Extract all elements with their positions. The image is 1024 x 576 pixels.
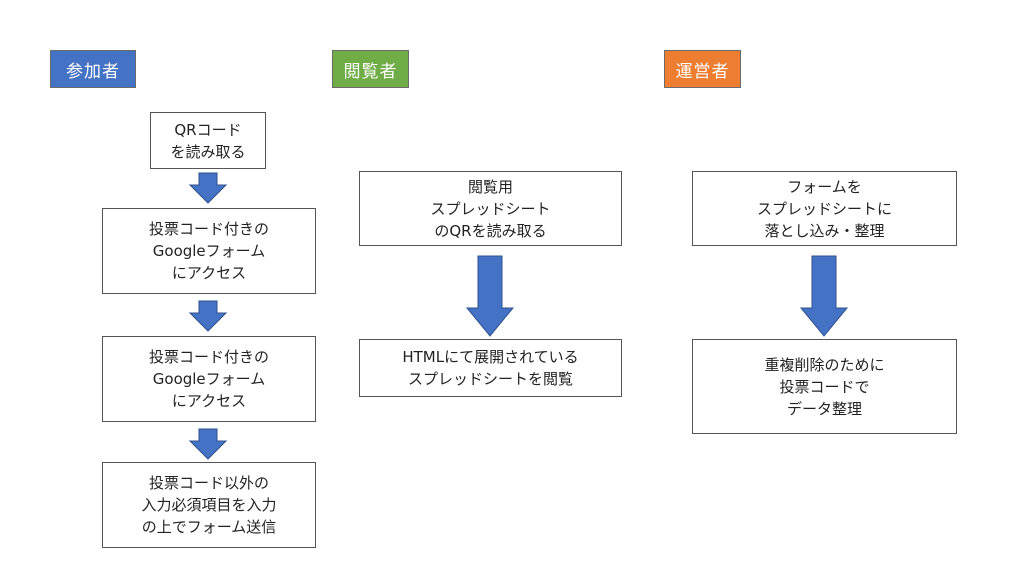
participant-header-label: 参加者 bbox=[66, 61, 120, 82]
viewer-header: 閲覧者 bbox=[332, 50, 409, 88]
operator-header-label: 運営者 bbox=[675, 61, 730, 82]
viewer-step-2: HTMLにて展開されている スプレッドシートを閲覧 bbox=[359, 339, 622, 397]
down-arrow-icon bbox=[188, 172, 228, 204]
participant-step-4-text: 投票コード以外の 入力必須項目を入力 の上でフォーム送信 bbox=[141, 474, 277, 536]
viewer-step-2-text: HTMLにて展開されている スプレッドシートを閲覧 bbox=[402, 348, 579, 388]
operator-step-2: 重複削除のために 投票コードで データ整理 bbox=[692, 339, 957, 434]
operator-step-1-text: フォームを スプレッドシートに 落とし込み・整理 bbox=[756, 177, 892, 240]
participant-step-3: 投票コード付きの Googleフォーム にアクセス bbox=[102, 336, 316, 422]
participant-header: 参加者 bbox=[50, 50, 136, 88]
down-arrow-icon bbox=[465, 255, 515, 337]
participant-step-1: QRコード を読み取る bbox=[150, 112, 266, 169]
participant-step-1-text: QRコード を読み取る bbox=[170, 120, 246, 161]
operator-step-2-text: 重複削除のために 投票コードで データ整理 bbox=[764, 355, 885, 418]
down-arrow-icon bbox=[188, 428, 228, 460]
operator-step-1: フォームを スプレッドシートに 落とし込み・整理 bbox=[692, 171, 957, 246]
down-arrow-icon bbox=[188, 300, 228, 332]
viewer-step-1-text: 閲覧用 スプレッドシート のQRを読み取る bbox=[430, 177, 551, 240]
operator-header: 運営者 bbox=[664, 50, 741, 88]
viewer-step-1: 閲覧用 スプレッドシート のQRを読み取る bbox=[359, 171, 622, 246]
participant-step-2-text: 投票コード付きの Googleフォーム にアクセス bbox=[148, 220, 269, 282]
participant-step-3-text: 投票コード付きの Googleフォーム にアクセス bbox=[148, 348, 269, 410]
viewer-header-label: 閲覧者 bbox=[343, 61, 398, 82]
participant-step-2: 投票コード付きの Googleフォーム にアクセス bbox=[102, 208, 316, 294]
participant-step-4: 投票コード以外の 入力必須項目を入力 の上でフォーム送信 bbox=[102, 462, 316, 548]
down-arrow-icon bbox=[799, 255, 849, 337]
